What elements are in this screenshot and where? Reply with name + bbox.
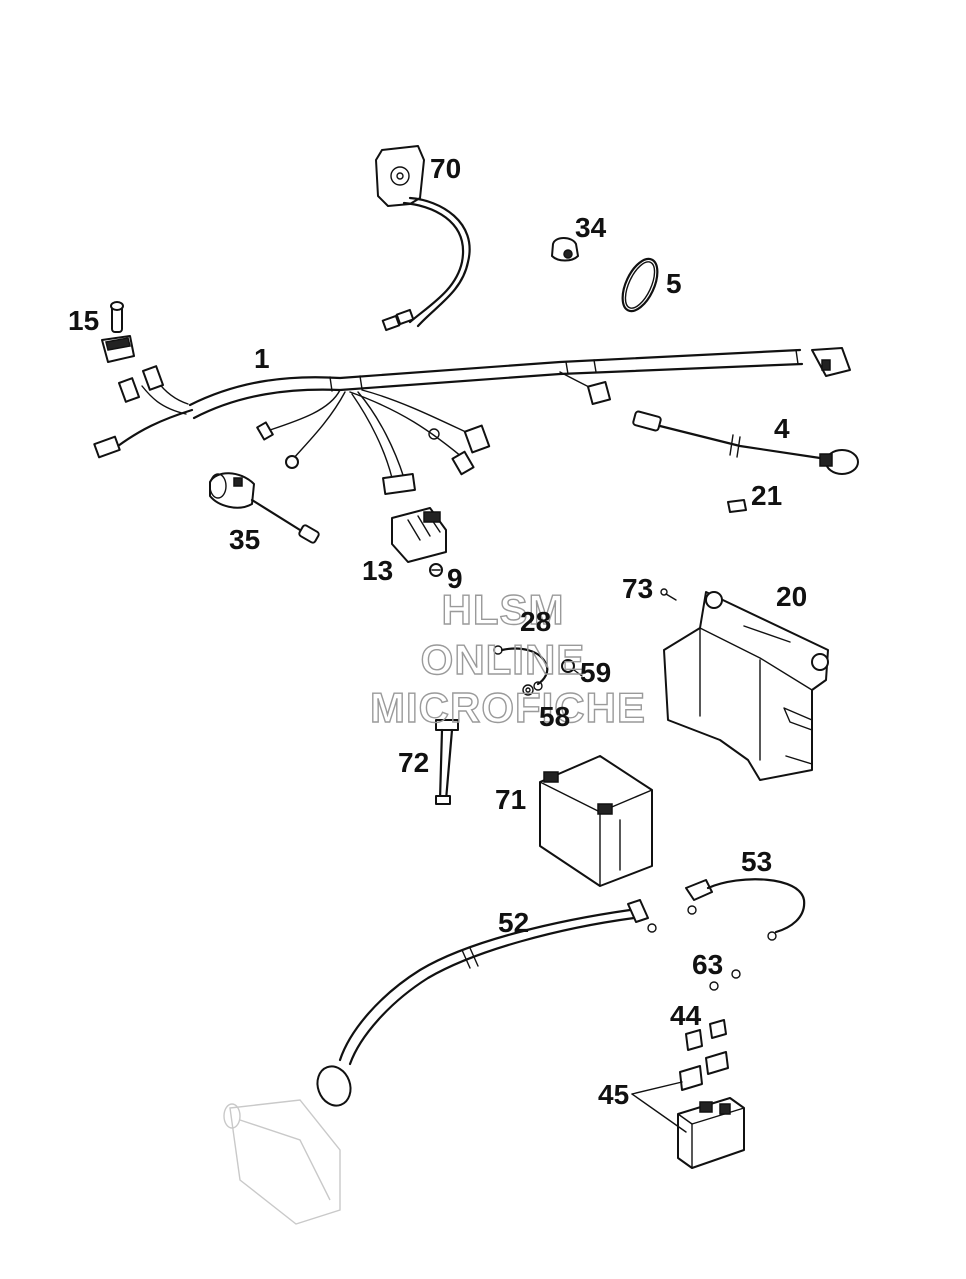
callout-13: 13: [362, 555, 393, 586]
starter-motor-faint: [223, 1099, 341, 1225]
part-73-screw: [660, 588, 677, 601]
part-35-relay: [209, 472, 320, 544]
part-5-cable-tie: [621, 257, 659, 313]
part-72-strap: [435, 719, 459, 805]
part-52-cable: [316, 899, 657, 1107]
part-20-battery-holder: [663, 591, 829, 781]
part-34-clip: [551, 237, 579, 262]
callout-73: 73: [622, 573, 653, 604]
part-63-screw: [709, 969, 741, 991]
callout-4: 4: [774, 413, 790, 444]
watermark-line-1: HLSM: [442, 586, 565, 633]
callout-59: 59: [580, 657, 611, 688]
callout-44: 44: [670, 1000, 702, 1031]
callout-9: 9: [447, 563, 463, 594]
callout-labels: 70 34 5 15 1 4 21 35 13 9 73 20 28 59 58…: [68, 153, 807, 1110]
callout-5: 5: [666, 268, 682, 299]
callout-35: 35: [229, 524, 260, 555]
watermark-line-3: MICROFICHE: [370, 684, 646, 731]
part-59-screw: [561, 659, 583, 677]
part-45-starter-relay: [631, 1051, 745, 1169]
part-1-wiring-harness: [93, 347, 851, 496]
callout-70: 70: [430, 153, 461, 184]
part-28-cable: [493, 645, 549, 691]
callout-21: 21: [751, 480, 782, 511]
part-9-screw: [429, 563, 443, 577]
watermark-line-2: ONLINE: [421, 636, 586, 683]
callout-52: 52: [498, 907, 529, 938]
callout-72: 72: [398, 747, 429, 778]
callout-20: 20: [776, 581, 807, 612]
callout-63: 63: [692, 949, 723, 980]
part-53-cable: [685, 878, 806, 941]
callout-1: 1: [254, 343, 270, 374]
part-70-sensor: [375, 145, 471, 332]
part-21-clip: [727, 499, 747, 513]
part-58-washer: [522, 684, 534, 696]
part-13-rectifier: [391, 507, 447, 563]
callout-45: 45: [598, 1079, 629, 1110]
callout-58: 58: [539, 701, 570, 732]
callout-28: 28: [520, 606, 551, 637]
callout-53: 53: [741, 846, 772, 877]
watermark: HLSM ONLINE MICROFICHE: [369, 585, 646, 731]
part-4-cable: [632, 410, 859, 475]
part-71-battery: [539, 755, 653, 887]
callout-34: 34: [575, 212, 607, 243]
part-15-switch: [101, 301, 135, 363]
part-44-cap: [685, 1019, 727, 1051]
callout-15: 15: [68, 305, 99, 336]
callout-71: 71: [495, 784, 526, 815]
